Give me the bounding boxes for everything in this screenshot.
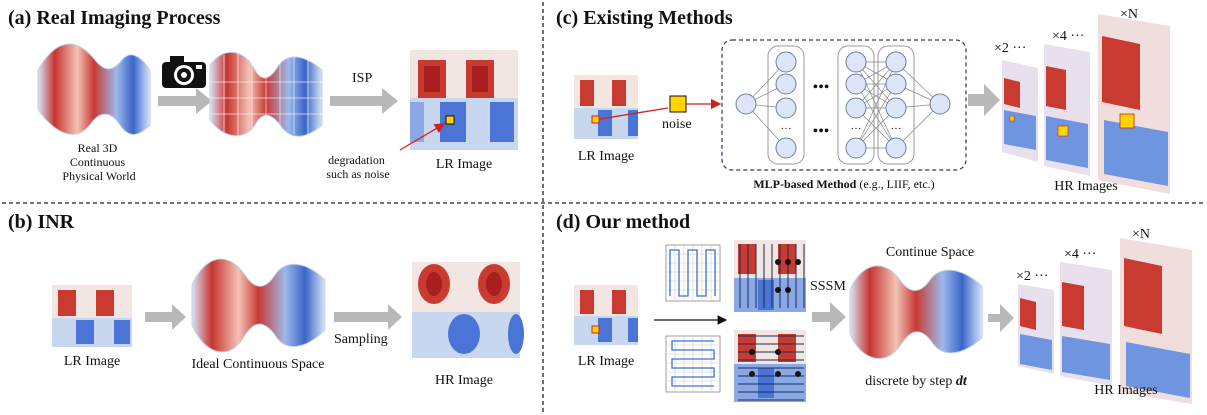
panel-a: (a) Real Imaging Process Real 3D Continu… (8, 7, 518, 183)
world-label: Real 3D Continuous Physical World (62, 141, 135, 183)
space-label-d: Continue Space (886, 245, 974, 260)
panel-d-title: (d) Our method (556, 211, 690, 233)
mlp-ellipsis-2: ··· (851, 123, 862, 135)
step-label: discrete by step dt (865, 374, 968, 389)
hr-label-d: HR Images (1094, 383, 1157, 398)
scale-n-c: ×N (1120, 7, 1138, 22)
panel-c-title: (c) Existing Methods (556, 7, 733, 29)
scale-4-c: ×4 ··· (1052, 29, 1084, 44)
sampling-label: Sampling (334, 332, 388, 347)
hr-stack-c (1002, 14, 1170, 194)
scale-4-d: ×4 ··· (1064, 247, 1096, 262)
panel-b: (b) INR LR Image Ideal Continuous Space … (8, 211, 524, 388)
arrow-d2 (988, 304, 1014, 332)
isp-label: ISP (352, 71, 372, 86)
scan-feature-top (734, 240, 806, 312)
degradation-pointer (399, 123, 446, 151)
scale-n-d: ×N (1132, 227, 1150, 242)
scale-2-c: ×2 ··· (994, 41, 1026, 56)
arrow-d1 (812, 302, 846, 332)
panel-b-title: (b) INR (8, 211, 75, 233)
noise-label: noise (662, 117, 692, 132)
panel-a-title: (a) Real Imaging Process (8, 7, 221, 29)
panel-c: (c) Existing Methods LR Image noise (556, 7, 1170, 194)
lr-label-c: LR Image (578, 149, 634, 164)
lr-label-d: LR Image (578, 354, 634, 369)
panel-d: (d) Our method LR Image (556, 211, 1192, 404)
mlp-dots-2: ••• (813, 123, 830, 140)
mlp-ellipsis-3: ··· (891, 123, 902, 135)
hr-image-b (412, 262, 524, 358)
scan-grid-horizontal (665, 335, 721, 393)
lr-label-b: LR Image (64, 354, 120, 369)
yellow-pixel-icon (445, 115, 455, 125)
mlp-ellipsis-1: ··· (781, 123, 792, 135)
hr-label-c: HR Images (1054, 179, 1117, 194)
camera-icon (162, 56, 206, 88)
lr-label-a: LR Image (436, 157, 492, 172)
pixelated-surface (209, 50, 323, 137)
lr-image-b (52, 285, 132, 347)
arrow-a2 (330, 88, 398, 114)
scan-feature-bottom (734, 330, 806, 402)
degradation-label: degradation such as noise (326, 153, 389, 181)
arrow-c1 (968, 84, 1000, 116)
scan-grid-vertical (665, 244, 721, 302)
mlp-network: ••• ••• ··· ··· ··· (721, 39, 967, 171)
arrow-a1 (158, 88, 212, 114)
hr-label-b: HR Image (435, 373, 493, 388)
scale-2-d: ×2 ··· (1016, 269, 1048, 284)
mlp-caption: MLP-based Method (e.g., LIIF, etc.) (753, 177, 934, 191)
arrow-b2 (334, 304, 402, 330)
arrow-b1 (145, 304, 186, 330)
yellow-pixel-icon (669, 95, 687, 113)
surface-ideal-space (191, 258, 326, 353)
noise-pointer (599, 107, 669, 120)
lr-image-c (574, 75, 638, 139)
mlp-dots-1: ••• (813, 79, 830, 96)
surface-3d-world (37, 43, 151, 135)
surface-continue-space (849, 265, 983, 359)
lr-image-d (574, 285, 638, 345)
space-label-b: Ideal Continuous Space (192, 357, 325, 372)
hr-stack-d (1018, 238, 1192, 404)
sssm-label: SSSM (810, 279, 846, 294)
